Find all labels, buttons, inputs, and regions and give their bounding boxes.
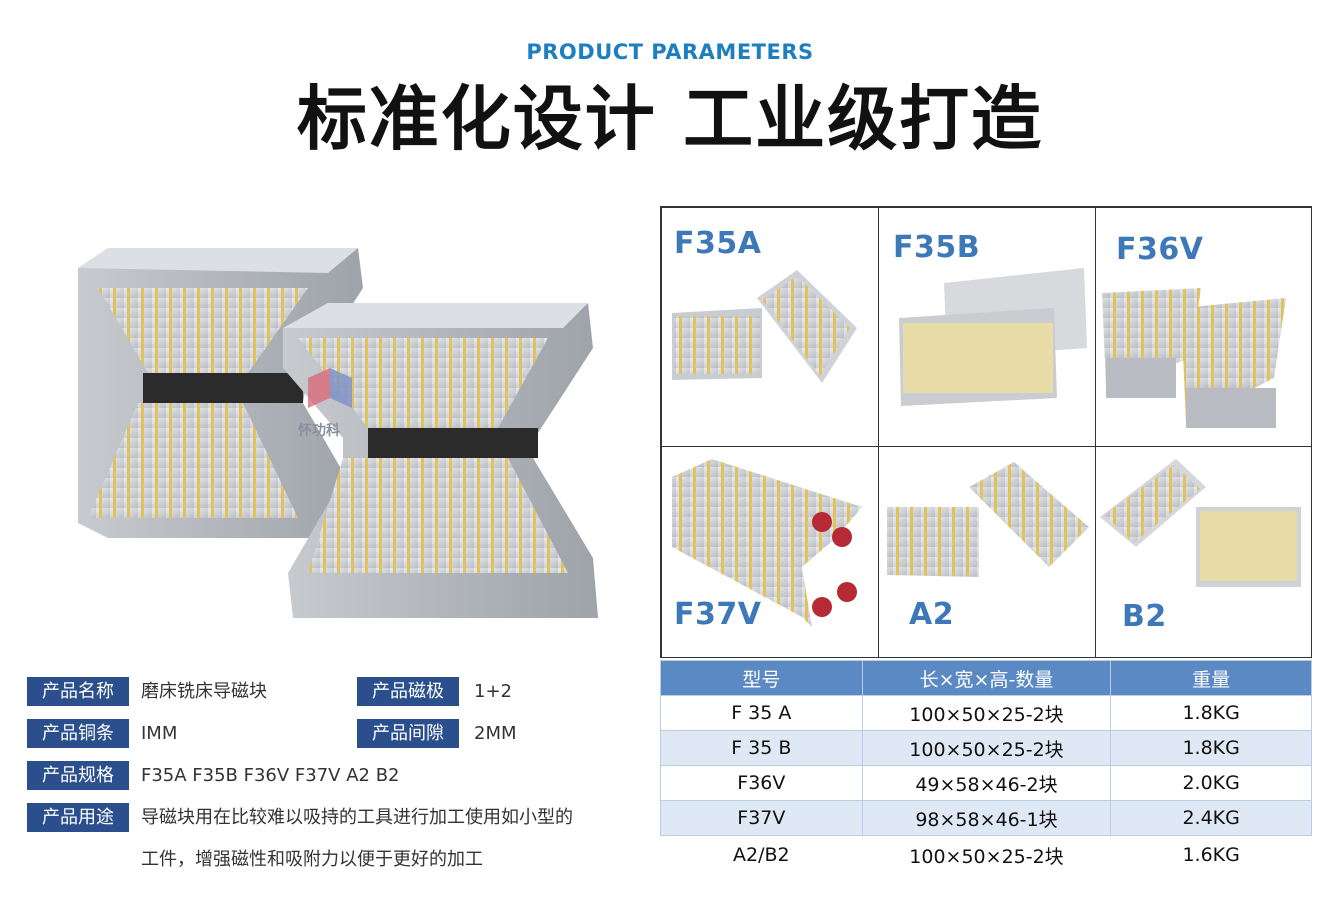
spec-label-pole: 产品磁极 — [357, 677, 459, 706]
v-block-illustration — [78, 248, 598, 618]
product-cell-f35a: F35A — [661, 207, 879, 447]
f36v-image — [1102, 288, 1286, 428]
table-cell: 1.8KG — [1110, 695, 1312, 731]
table-header-row: 型号 长×宽×高-数量 重量 — [660, 660, 1312, 696]
product-cell-f37v: F37V — [661, 446, 879, 658]
spec-value-copper: IMM — [141, 723, 178, 744]
f35a-image — [672, 270, 857, 383]
spec-value-gap: 2MM — [474, 723, 517, 744]
spec-label-copper: 产品铜条 — [27, 719, 129, 748]
spec-label-name: 产品名称 — [27, 677, 129, 706]
f37v-image — [672, 459, 862, 627]
spec-value-use-1: 导磁块用在比较难以吸持的工具进行加工使用如小型的 — [141, 807, 573, 828]
table-cell: 1.8KG — [1110, 730, 1312, 766]
b2-image — [1100, 459, 1301, 587]
table-cell: A2/B2 — [733, 844, 790, 866]
table-cell: 1.6KG — [1182, 844, 1240, 866]
f35b-image — [899, 268, 1087, 406]
watermark-text: 怀功科 — [298, 423, 340, 439]
table-row: F36V 49×58×46-2块 2.0KG — [660, 765, 1312, 801]
table-cell: 49×58×46-2块 — [861, 765, 1112, 801]
spec-value-name: 磨床铣床导磁块 — [141, 681, 267, 702]
spec-value-pole: 1+2 — [474, 681, 512, 702]
product-label: F35A — [674, 226, 762, 261]
product-label: F36V — [1116, 232, 1204, 267]
spec-value-use-2: 工件，增强磁性和吸附力以便于更好的加工 — [141, 849, 483, 870]
spec-label-use: 产品用途 — [27, 803, 129, 832]
product-cell-b2: B2 — [1095, 446, 1312, 658]
spec-label-gap: 产品间隙 — [357, 719, 459, 748]
page-title: 标准化设计 工业级打造 — [296, 78, 1044, 160]
product-label: F37V — [674, 597, 762, 632]
table-header: 重量 — [1110, 660, 1312, 696]
table-cell: 2.4KG — [1110, 800, 1312, 836]
table-cell: F37V — [660, 800, 863, 836]
spec-label-model: 产品规格 — [27, 761, 129, 790]
table-row: F37V 98×58×46-1块 2.4KG — [660, 800, 1312, 836]
product-label: B2 — [1122, 599, 1167, 634]
table-cell: 100×50×25-2块 — [861, 695, 1112, 731]
table-header: 型号 — [660, 660, 863, 696]
table-cell: 100×50×25-2块 — [861, 730, 1112, 766]
table-cell: F 35 B — [660, 730, 863, 766]
table-header: 长×宽×高-数量 — [861, 660, 1112, 696]
product-grid: F35A F35B F36V F37V — [660, 206, 1312, 658]
table-cell: 2.0KG — [1110, 765, 1312, 801]
table-cell: F36V — [660, 765, 863, 801]
a2-image — [887, 462, 1089, 577]
table-cell: 98×58×46-1块 — [861, 800, 1112, 836]
spec-value-model: F35A F35B F36V F37V A2 B2 — [141, 765, 400, 786]
table-cell: 100×50×25-2块 — [909, 845, 1064, 868]
section-subtitle: PRODUCT PARAMETERS — [526, 40, 814, 64]
product-label: A2 — [909, 597, 955, 632]
spec-table: 型号 长×宽×高-数量 重量 F 35 A 100×50×25-2块 1.8KG… — [660, 660, 1312, 874]
table-row: F 35 B 100×50×25-2块 1.8KG — [660, 730, 1312, 766]
product-cell-f35b: F35B — [878, 207, 1096, 447]
hero-product-image — [68, 228, 628, 628]
table-cell: F 35 A — [660, 695, 863, 731]
product-cell-a2: A2 — [878, 446, 1096, 658]
table-row: F 35 A 100×50×25-2块 1.8KG — [660, 695, 1312, 731]
table-row: A2/B2 100×50×25-2块 1.6KG — [661, 836, 1312, 875]
product-label: F35B — [893, 230, 981, 265]
product-cell-f36v: F36V — [1095, 207, 1312, 447]
